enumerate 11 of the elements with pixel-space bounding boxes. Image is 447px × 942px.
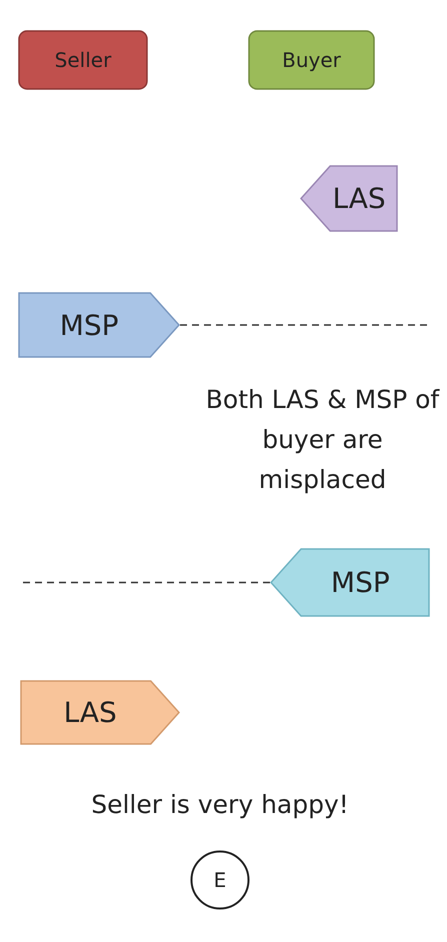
end-circle: E [190, 850, 250, 910]
seller-box: Seller [18, 30, 148, 90]
dashed-line [180, 324, 430, 326]
caption-text: Seller is very happy! [90, 789, 350, 821]
pentagon-tag: MSP [270, 548, 430, 617]
buyer-box: Buyer [248, 30, 375, 90]
pentagon-tag: LAS [20, 680, 180, 745]
note-text: Both LAS & MSP of buyer are misplaced [205, 384, 440, 496]
pentagon-tag: LAS [300, 165, 398, 232]
dashed-line [20, 582, 270, 584]
pentagon-tag: MSP [18, 292, 180, 358]
